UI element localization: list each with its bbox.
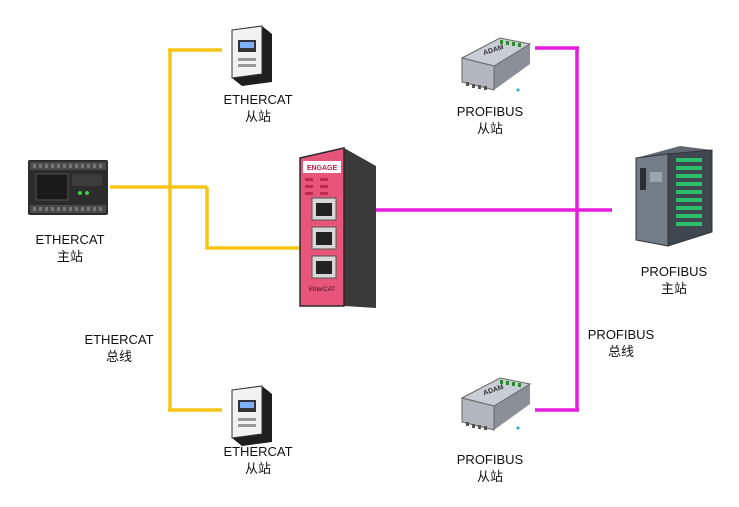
ethercat-slave-bottom-label-line1: ETHERCAT [223,444,293,459]
profibus-master-device-icon [635,146,713,247]
gateway-model-label: EtherCAT [309,287,335,293]
ethercat-master-label-line2: 主站 [56,249,84,264]
profibus-slave-top-label: PROFIBUS 从站 [457,103,523,137]
ethercat-slave-top-label: ETHERCAT 从站 [223,91,292,125]
ethercat-slave-bottom-label: ETHERCAT 从站 [223,443,292,477]
gateway-brand-label: ENGAGE [307,165,338,172]
ethernet-port-icon [311,197,337,221]
profibus-bus-label-line1: PROFIBUS [587,327,655,342]
ethernet-port-icon [311,255,337,279]
profibus-slave-bottom-label: PROFIBUS 从站 [457,451,523,485]
ethercat-slave-top-label-line1: ETHERCAT [223,92,293,107]
profibus-bus-label: PROFIBUS 总线 [588,326,654,360]
profibus-slave-bottom-device-icon: ADAM [460,377,532,431]
ethercat-master-device-icon [28,160,108,215]
profibus-slave-top-label-line1: PROFIBUS [456,104,524,119]
ethercat-bus-lines [110,48,305,412]
profibus-bus-label-line2: 总线 [607,344,634,359]
ethercat-slave-top-label-line2: 从站 [244,109,272,124]
ethercat-slave-bottom-label-line2: 从站 [244,461,272,476]
profibus-master-label: PROFIBUS 主站 [641,263,707,297]
profibus-master-label-line2: 主站 [660,281,687,296]
ethercat-master-label: ETHERCAT 主站 [35,231,104,265]
ethercat-bus-label-line1: ETHERCAT [84,332,154,347]
profibus-slave-top-label-line2: 从站 [476,121,503,136]
profibus-slave-bottom-label-line1: PROFIBUS [456,452,524,467]
profibus-slave-top-device-icon: ADAM [460,37,532,92]
profibus-bus-lines [375,46,612,412]
profibus-slave-bottom-label-line2: 从站 [476,469,503,484]
ethercat-master-label-line1: ETHERCAT [35,232,105,247]
gateway-device: ENGAGE EtherCAT [299,147,376,308]
ethercat-bus-label-line2: 总线 [105,349,133,364]
profibus-master-label-line1: PROFIBUS [640,264,708,279]
ethercat-slave-bottom-device-icon [231,385,272,446]
ethernet-port-icon [311,226,337,250]
ethercat-bus-label: ETHERCAT 总线 [84,331,153,365]
ethercat-slave-top-device-icon [231,25,272,86]
